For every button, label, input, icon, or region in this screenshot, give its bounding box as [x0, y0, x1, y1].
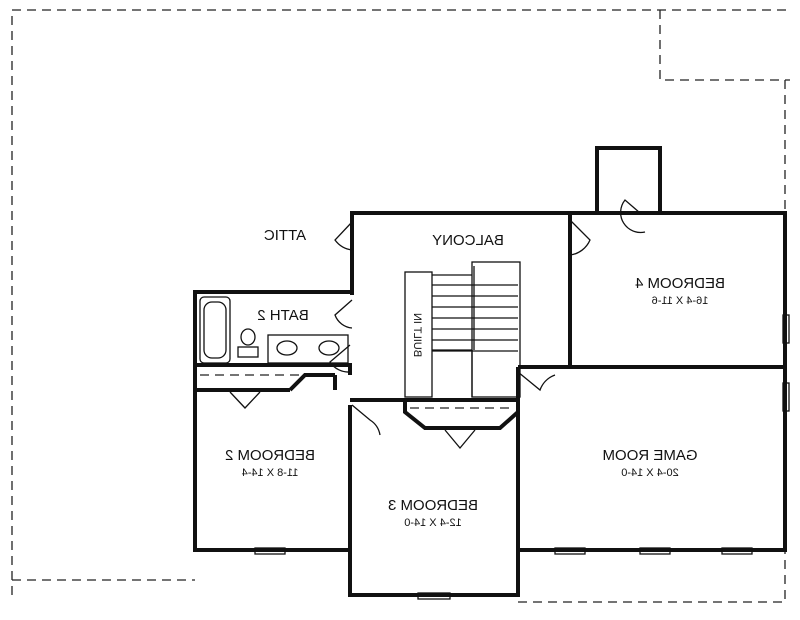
built-in-label: BUILT IN	[411, 313, 423, 357]
staircase[interactable]	[432, 261, 521, 398]
doors	[229, 199, 646, 450]
walls	[193, 146, 787, 597]
bath2-label: BATH 2	[257, 307, 308, 324]
balcony-label: BALCONY	[432, 232, 504, 249]
bedroom3-label: BEDROOM 3	[388, 497, 478, 514]
game-room-label: GAME ROOM	[602, 447, 697, 464]
attic-label: ATTIC	[264, 227, 306, 244]
bedroom3-size: 12-4 X 14-0	[404, 517, 461, 529]
bedroom2-size: 11-8 X 14-4	[242, 467, 299, 479]
bedroom4-size: 16-4 X 11-6	[652, 295, 709, 307]
bath-fixtures	[199, 296, 349, 364]
bedroom2-label: BEDROOM 2	[225, 447, 315, 464]
bedroom4-label: BEDROOM 4	[635, 275, 725, 292]
game-room-size: 20-4 X 14-0	[621, 467, 678, 479]
windows	[254, 314, 790, 600]
built-in-cabinet	[404, 271, 433, 398]
